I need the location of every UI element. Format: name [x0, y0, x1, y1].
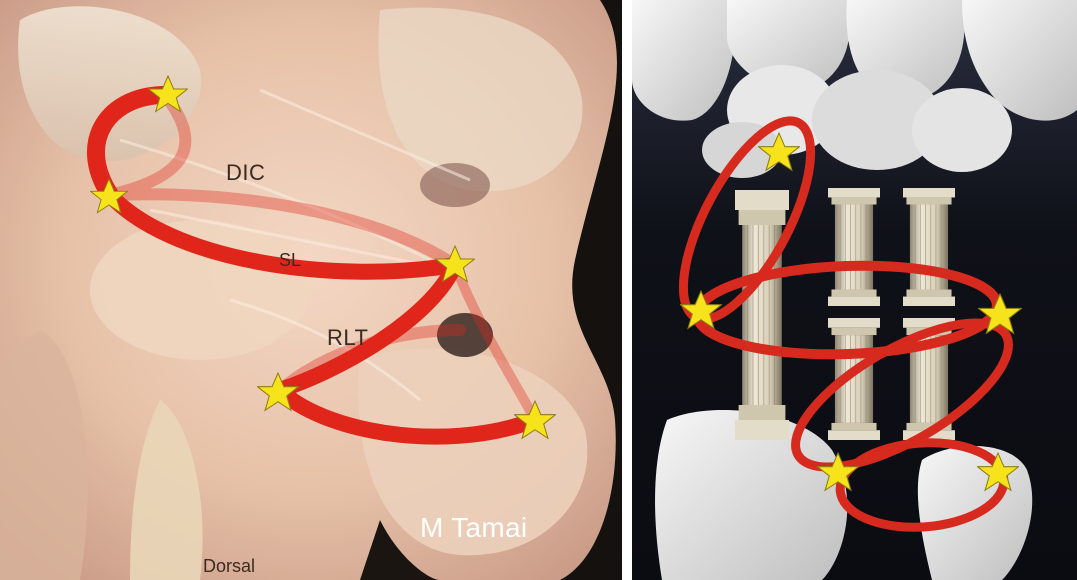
- dissection-photo: [0, 0, 622, 580]
- column-central-lower: [828, 318, 880, 440]
- label-rlt: RLT: [327, 325, 368, 351]
- label-credit: M Tamai: [420, 512, 527, 544]
- label-dorsal: Dorsal: [203, 556, 255, 577]
- label-dic: DIC: [226, 160, 265, 186]
- bone-column-render: [632, 0, 1077, 580]
- left-photo-panel: DIC SL RLT M Tamai Dorsal: [0, 0, 622, 580]
- right-render-panel: [632, 0, 1077, 580]
- label-sl: SL: [279, 250, 301, 271]
- column-ulnar-upper: [903, 188, 955, 306]
- column-radial: [735, 190, 789, 440]
- column-central-upper: [828, 188, 880, 306]
